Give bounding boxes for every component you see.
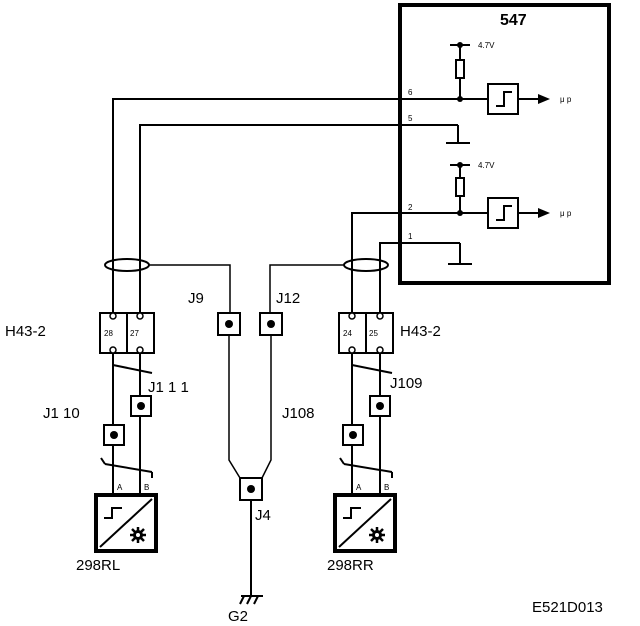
- arrow-bottom: [538, 208, 550, 218]
- wires-left-signal: [112, 96, 488, 316]
- output-top: μ p: [560, 95, 572, 104]
- ecu-pin-5: 5: [408, 114, 413, 123]
- connector-left-label: H43-2: [5, 323, 46, 340]
- voltage-bottom: 4.7V: [478, 161, 495, 170]
- connector-left-pin-b: 27: [130, 329, 139, 338]
- sensor-left-gear-icon: [130, 527, 146, 543]
- junction-j109-label: J109: [390, 375, 423, 392]
- sensor-right-label: 298RR: [327, 557, 374, 574]
- right-sensor-wiring: [339, 353, 393, 495]
- shield-wire-left: [149, 264, 231, 316]
- junction-j9-label: J9: [188, 290, 204, 307]
- ecu-547: 547 4.7V μ p 4.7V: [398, 3, 611, 285]
- ecu-pin-1: 1: [408, 232, 413, 241]
- ecu-label: 547: [500, 12, 527, 29]
- sensor-left-label: 298RL: [76, 557, 120, 574]
- ecu-pin-6: 6: [408, 88, 413, 97]
- pullup-bottom: 4.7V: [450, 161, 495, 212]
- sensor-right-pin-a: A: [356, 483, 362, 492]
- schmitt-bottom: μ p: [487, 197, 572, 229]
- output-bottom: μ p: [560, 209, 572, 218]
- connector-h43-2-left: 28 27: [99, 312, 155, 354]
- shield-left: [104, 258, 150, 272]
- resistor-top: [455, 59, 465, 79]
- connector-right-pin-b: 25: [369, 329, 378, 338]
- sensor-left-pin-b: B: [144, 483, 149, 492]
- sensor-right-pin-b: B: [384, 483, 389, 492]
- wire-j9-j4: [228, 335, 241, 479]
- sensor-298rr: A B: [333, 483, 397, 553]
- connector-left-pin-a: 28: [104, 329, 113, 338]
- wire-j12-j4: [261, 335, 272, 479]
- junction-j108-label: J108: [282, 405, 315, 422]
- sensor-left-pin-a: A: [117, 483, 123, 492]
- connector-right-pin-a: 24: [343, 329, 352, 338]
- ground-icon: [239, 595, 263, 605]
- shield-right: [343, 258, 389, 272]
- pullup-top: 4.7V: [450, 41, 495, 98]
- junction-j111-label: J1 1 1: [148, 379, 189, 396]
- ecu-outline: [398, 3, 611, 285]
- sensor-right-gear-icon: [369, 527, 385, 543]
- resistor-bottom: [455, 177, 465, 197]
- arrow-top: [538, 94, 550, 104]
- figure-id: E521D013: [532, 599, 603, 616]
- junction-j110-label: J1 10: [43, 405, 80, 422]
- ecu-pin-2: 2: [408, 203, 413, 212]
- voltage-top: 4.7V: [478, 41, 495, 50]
- wires-right-signal: [351, 210, 488, 316]
- connector-right-label: H43-2: [400, 323, 441, 340]
- sensor-298rl: A B: [94, 483, 158, 553]
- schmitt-top: μ p: [487, 83, 572, 115]
- left-sensor-wiring: [100, 353, 153, 495]
- shield-wire-right: [269, 264, 344, 316]
- junction-j4-label: J4: [255, 507, 271, 524]
- junction-j12-label: J12: [276, 290, 300, 307]
- sensor-right-pulse-icon: [343, 507, 361, 519]
- sensor-left-pulse-icon: [104, 507, 122, 519]
- connector-h43-2-right: 24 25: [338, 312, 394, 354]
- ground-label: G2: [228, 608, 248, 625]
